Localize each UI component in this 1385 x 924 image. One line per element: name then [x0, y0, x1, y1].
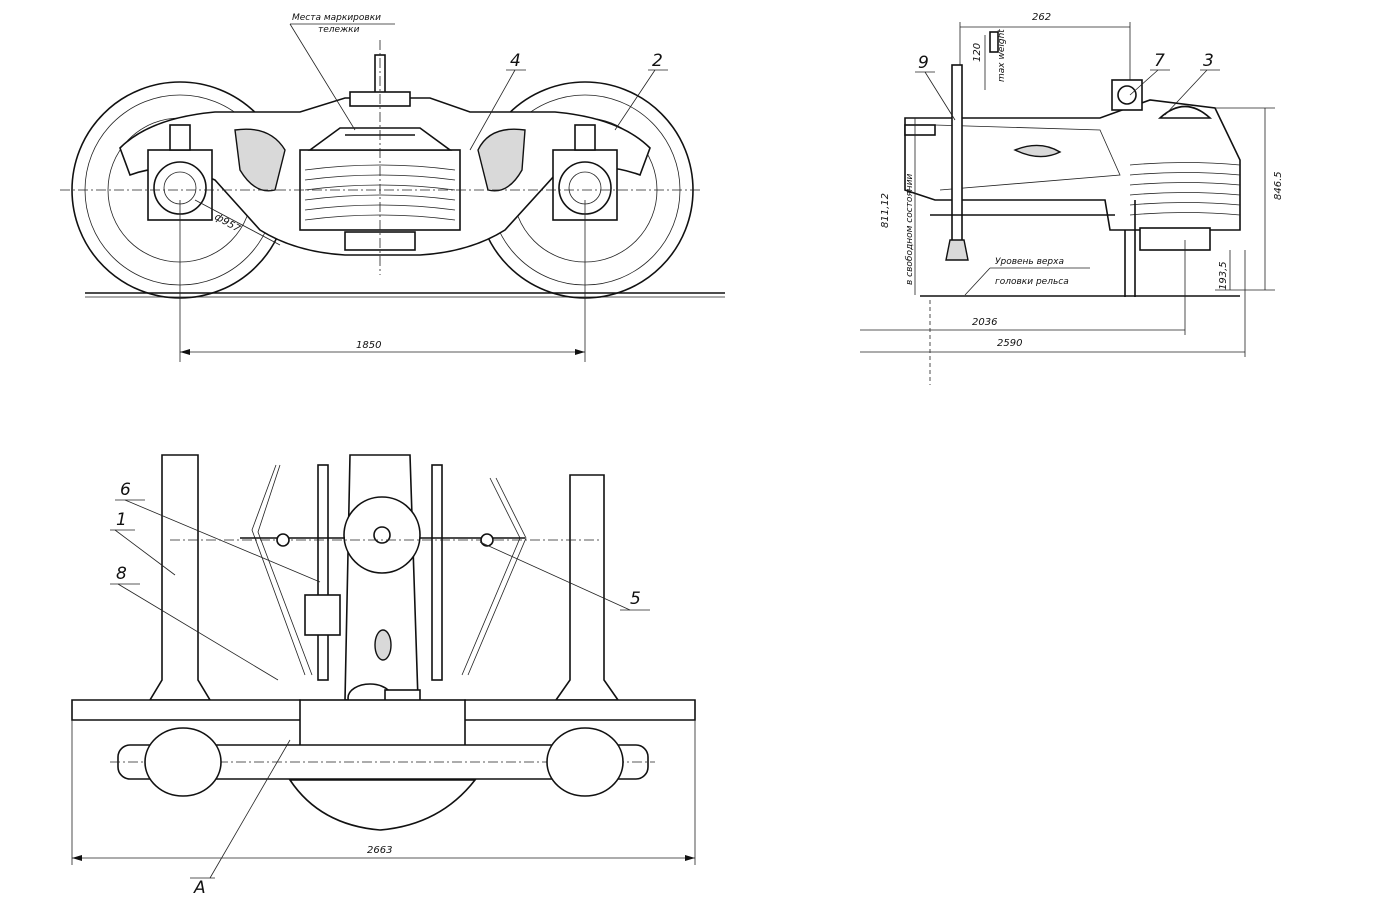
- callout-9: 9: [918, 53, 929, 73]
- dim-120-note: max weight: [997, 29, 1007, 82]
- svg-text:Места маркировки: Места маркировки: [292, 13, 381, 23]
- callout-5: 5: [630, 589, 641, 609]
- callout-4: 4: [510, 51, 521, 71]
- callout-A: А: [193, 878, 206, 898]
- callout-1: 1: [116, 510, 127, 530]
- callout-7: 7: [1154, 51, 1165, 71]
- section-springs: [1129, 162, 1241, 216]
- callout-2: 2: [652, 51, 663, 71]
- dim-811-note: в свободном состоянии: [905, 173, 915, 285]
- center-column: [344, 454, 419, 701]
- dim-846-5: 846.5: [1273, 171, 1284, 200]
- dim-wheel-diameter: ф957: [212, 212, 242, 236]
- svg-text:Уровень верха: Уровень верха: [995, 257, 1064, 267]
- dim-262: 262: [1032, 12, 1051, 23]
- dim-2036: 2036: [972, 317, 997, 328]
- svg-text:тележки: тележки: [318, 25, 360, 35]
- right-post: [554, 474, 620, 701]
- dim-120: 120: [972, 43, 983, 62]
- dim-2590: 2590: [997, 338, 1022, 349]
- marking-note: Места маркировки тележки: [289, 13, 395, 131]
- callout-3: 3: [1203, 51, 1214, 71]
- dim-193-5: 193,5: [1218, 261, 1229, 290]
- dim-wheelbase: 1850: [356, 340, 381, 351]
- left-post: [148, 454, 212, 701]
- dim-2663: 2663: [367, 845, 392, 856]
- section-view: 262 120 max weight: [860, 12, 1284, 385]
- end-view: 2663 6 1 8 5 А: [71, 454, 696, 898]
- svg-text:головки рельса: головки рельса: [995, 277, 1069, 287]
- callout-6: 6: [120, 480, 131, 500]
- rail-level-note: Уровень верха головки рельса: [964, 257, 1090, 296]
- side-view: 1850 ф957 Места маркировки тележки 4 2: [60, 13, 725, 362]
- callout-8: 8: [116, 564, 127, 584]
- dim-811: 811,12: [880, 193, 891, 228]
